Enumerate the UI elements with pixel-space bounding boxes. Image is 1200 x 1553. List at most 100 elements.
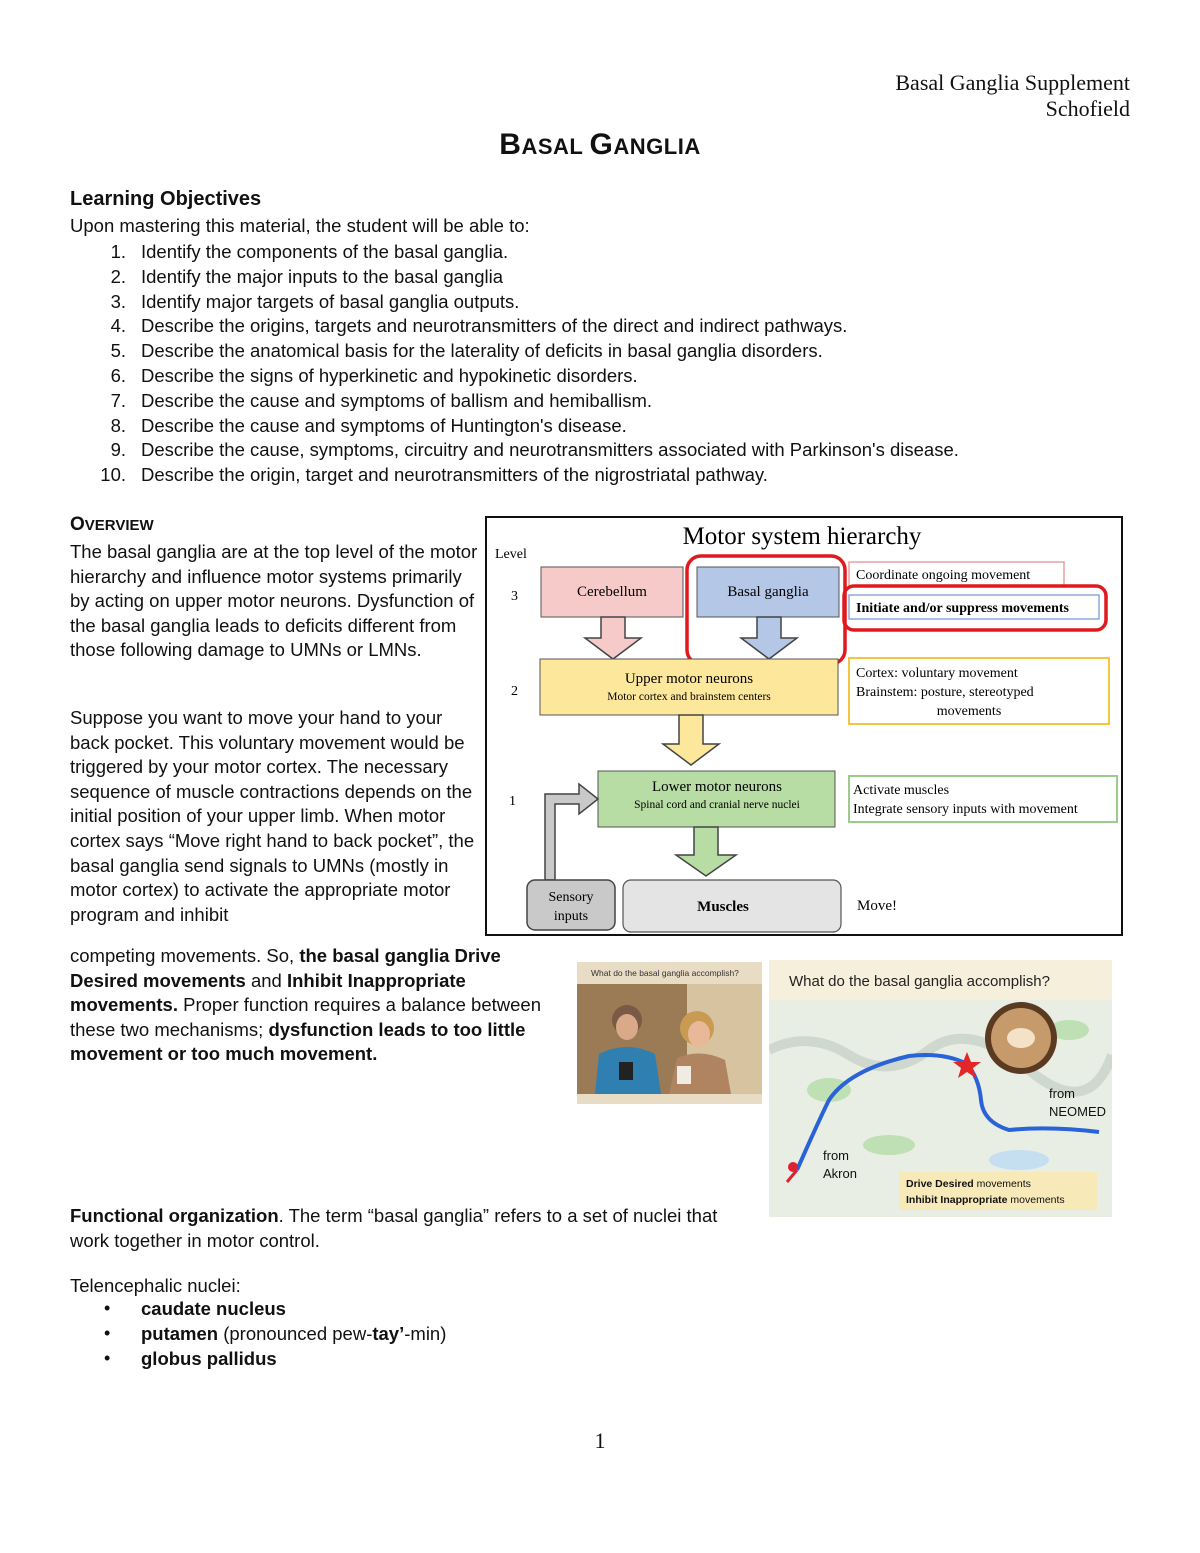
list-item: •caudate nucleus <box>104 1298 286 1319</box>
umn-subtitle: Motor cortex and brainstem centers <box>607 691 771 703</box>
objective-number: 1. <box>110 241 126 262</box>
overview-paragraph-1: The basal ganglia are at the top level o… <box>70 541 478 661</box>
objective-item: 10.Describe the origin, target and neuro… <box>70 463 1150 488</box>
functional-organization-paragraph: Functional organization. The term “basal… <box>70 1204 760 1253</box>
overview-paragraph-3: competing movements. So, the basal gangl… <box>70 944 560 1067</box>
basal-ganglia-label: Basal ganglia <box>727 584 809 600</box>
objectives-list: 1. Identify the components of the basal g… <box>70 240 1150 488</box>
sensory-feedback-arrow <box>544 782 600 881</box>
p3-f: dysfunction leads to too little movement… <box>70 1018 526 1065</box>
learning-objectives-heading: Learning Objectives <box>70 188 262 210</box>
objective-item: 3. Identify major targets of basal gangli… <box>70 290 1150 315</box>
running-header-author: Schofield <box>1045 96 1130 121</box>
objective-item: 6. Describe the signs of hyperkinetic and… <box>70 364 1150 389</box>
page-title: BASAL GANGLIA <box>0 128 1200 162</box>
sensory-label-2: inputs <box>554 909 588 924</box>
objective-number: 9. <box>110 439 126 461</box>
objective-number: 4. <box>110 315 126 337</box>
objective-item: 4. Describe the origins, targets and neur… <box>70 314 1150 339</box>
p3-d: Inhibit Inappropriate movements. <box>70 969 466 1016</box>
p3-c: and <box>245 969 287 991</box>
objective-text: Describe the cause and symptoms of Hunti… <box>141 414 627 436</box>
objective-item: 8.Describe the cause and symptoms of Hun… <box>70 414 1150 439</box>
objective-text: Identify major targets of basal ganglia … <box>141 290 520 312</box>
diagram-title: Motor system hierarchy <box>683 523 922 550</box>
map-illustration: What do the basal ganglia accomplish? fr… <box>769 960 1112 1217</box>
title-small-2: ANGLIA <box>613 134 701 159</box>
cerebellum-label: Cerebellum <box>577 584 647 600</box>
objective-text: Identify the components of the basal gan… <box>141 241 509 262</box>
map-from-akron-1: from <box>823 1148 849 1163</box>
objective-number: 3. <box>110 290 126 312</box>
map-caption-2: Inhibit Inappropriate movements <box>906 1194 1065 1206</box>
lmn-title: Lower motor neurons <box>652 779 782 795</box>
muscles-box <box>622 879 842 933</box>
page-number: 1 <box>594 1428 606 1453</box>
sensory-label-1: Sensory <box>548 890 593 905</box>
bullet-icon: • <box>104 1298 111 1318</box>
umn-box <box>539 658 839 716</box>
objective-number: 2. <box>110 265 126 287</box>
functional-lead: Functional organization <box>70 1205 279 1226</box>
note-move: Move! <box>857 898 897 914</box>
slide-map: What do the basal ganglia accomplish? fr… <box>769 960 1112 1217</box>
learning-objectives-intro: Upon mastering this material, the studen… <box>70 215 530 236</box>
objective-text: Describe the cause and symptoms of balli… <box>141 389 653 411</box>
objective-text: Describe the signs of hyperkinetic and h… <box>141 364 638 386</box>
map-from-neomed-2: NEOMED <box>1049 1104 1106 1119</box>
title-cap-1: B <box>499 128 522 161</box>
objective-item: 5.Describe the anatomical basis for the … <box>70 339 1150 364</box>
note-lmn-2: Integrate sensory inputs with movement <box>853 802 1078 817</box>
note-cortex-3: movements <box>937 704 1002 719</box>
lmn-arrow <box>673 826 739 877</box>
overview-paragraph-2: Suppose you want to move your hand to yo… <box>70 707 475 925</box>
lmn-subtitle: Spinal cord and cranial nerve nuclei <box>634 799 800 811</box>
photo-left-title: What do the basal ganglia accomplish? <box>591 968 739 978</box>
objective-item: 2. Identify the major inputs to the basal… <box>70 265 1150 290</box>
telencephalic-nuclei-list: •caudate nucleus •putamen (pronounced pe… <box>70 1296 446 1371</box>
note-lmn-box <box>848 775 1118 823</box>
objective-text: Describe the origins, targets and neurot… <box>141 315 848 337</box>
list-item: •globus pallidus <box>104 1348 277 1369</box>
objective-item: 1. Identify the components of the basal g… <box>70 240 1150 265</box>
slide-photo-coffee: What do the basal ganglia accomplish? <box>577 962 762 1104</box>
bullet-icon: • <box>104 1348 111 1368</box>
objective-text: Identify the major inputs to the basal g… <box>141 265 504 287</box>
basal-ganglia-arrow <box>738 616 800 660</box>
motor-hierarchy-svg: Motor system hierarchy Level 3 2 1 Cereb… <box>495 523 1118 933</box>
objective-number: 5. <box>110 340 126 362</box>
objective-number: 6. <box>110 364 126 386</box>
overview-heading-cap: O <box>70 514 85 535</box>
overview-heading-small: VERVIEW <box>84 517 154 534</box>
map-caption-1: Drive Desired movements <box>906 1178 1031 1190</box>
diagram-level-label: Level <box>495 547 527 562</box>
note-cortex-box <box>848 657 1110 725</box>
list-item: •putamen (pronounced pew-tay’-min) <box>104 1323 447 1344</box>
objective-text: Describe the origin, target and neurotra… <box>141 464 768 486</box>
level-2-number: 2 <box>511 684 518 699</box>
map-slide-title: What do the basal ganglia accomplish? <box>789 973 1050 990</box>
note-initiate: Initiate and/or suppress movements <box>856 601 1070 616</box>
telencephalic-heading: Telencephalic nuclei: <box>70 1275 241 1296</box>
title-small-1: ASAL <box>521 134 590 159</box>
note-initiate-box <box>848 594 1100 620</box>
p3-e: Proper function requires a balance betwe… <box>70 994 542 1040</box>
overview-heading: OVERVIEW <box>70 514 154 536</box>
objective-text: Describe the cause, symptoms, circuitry … <box>141 439 959 461</box>
map-from-neomed-1: from <box>1049 1086 1075 1101</box>
muscles-label: Muscles <box>697 899 749 915</box>
objective-item: 9. Describe the cause, symptoms, circuitr… <box>70 438 1150 463</box>
lmn-box <box>597 770 836 828</box>
sensory-inputs-box <box>526 879 616 931</box>
coffee-photo-illustration: What do the basal ganglia accomplish? <box>577 962 762 1104</box>
level-3-number: 3 <box>511 589 518 604</box>
initiate-highlight <box>842 584 1108 632</box>
note-lmn-1: Activate muscles <box>853 783 949 798</box>
functional-text: . The term “basal ganglia” refers to a s… <box>70 1205 718 1251</box>
objective-item: 7.Describe the cause and symptoms of bal… <box>70 389 1150 414</box>
p3-a: competing movements. So, <box>70 945 300 966</box>
running-header-title: Basal Ganglia Supplement <box>895 70 1130 95</box>
motor-hierarchy-diagram: Motor system hierarchy Level 3 2 1 Cereb… <box>485 516 1123 936</box>
destination-star-icon <box>953 1052 981 1078</box>
bullet-icon: • <box>104 1323 111 1343</box>
